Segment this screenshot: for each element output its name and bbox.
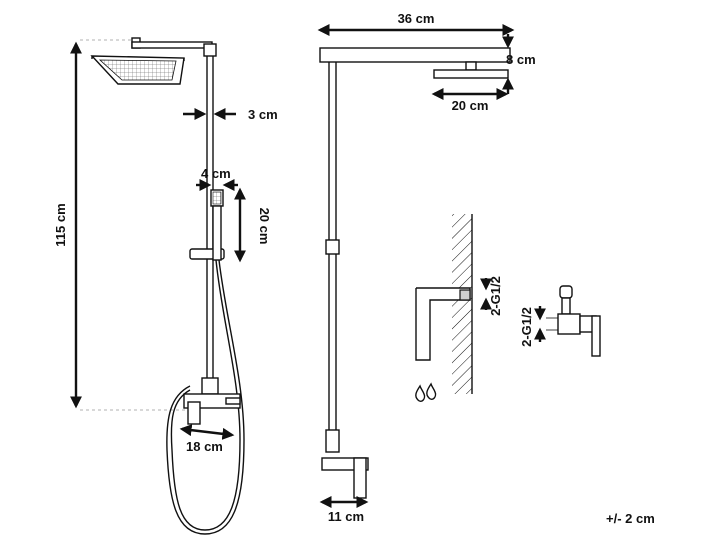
valve-stem: [561, 297, 571, 315]
side-pipe-joint: [325, 239, 340, 255]
handshower-handle: [212, 205, 222, 261]
head-drop-label: 8 cm: [506, 52, 536, 67]
shower-arm: [131, 41, 213, 49]
mixer-width-label: 18 cm: [186, 439, 223, 454]
wall-pipe: [415, 287, 471, 361]
arm-elbow: [203, 43, 217, 57]
handshower-width-label: 4 cm: [201, 166, 231, 181]
valve-connection-label: 2-G1/2: [519, 307, 534, 347]
wall-connection-detail: [415, 214, 601, 403]
valve-lever: [591, 315, 601, 357]
front-view: [70, 37, 246, 535]
side-arm: [319, 47, 511, 63]
diverter-knob: [201, 377, 219, 395]
side-mixer-lever: [353, 457, 367, 499]
spout: [187, 401, 201, 425]
mixer-width-line: [179, 424, 235, 440]
side-shower-head: [433, 69, 509, 79]
wall-thread: [459, 289, 471, 301]
mixer-lever: [225, 397, 241, 405]
rain-shower-head: [90, 55, 185, 85]
valve-body: [557, 313, 581, 335]
side-view: [317, 24, 515, 508]
handshower-length-label: 20 cm: [257, 208, 272, 245]
wall-connection-label: 2-G1/2: [488, 276, 503, 316]
mixer-depth-label: 11 cm: [328, 509, 364, 524]
shower-hose-inner: [166, 259, 245, 535]
arm-length-label: 36 cm: [398, 11, 435, 26]
side-head-connector: [465, 61, 477, 71]
water-drop-icon: [415, 384, 426, 403]
side-lower-joint: [325, 429, 340, 453]
pipe-diameter-label: 3 cm: [248, 107, 278, 122]
valve-cap: [559, 285, 573, 299]
shower-hose-outer: [170, 259, 241, 531]
wall-hatch: [452, 214, 472, 394]
total-height-label: 115 cm: [53, 203, 68, 246]
water-drop-icon: [426, 382, 437, 401]
tolerance-label: +/- 2 cm: [606, 511, 655, 526]
head-width-label: 20 cm: [452, 98, 489, 113]
